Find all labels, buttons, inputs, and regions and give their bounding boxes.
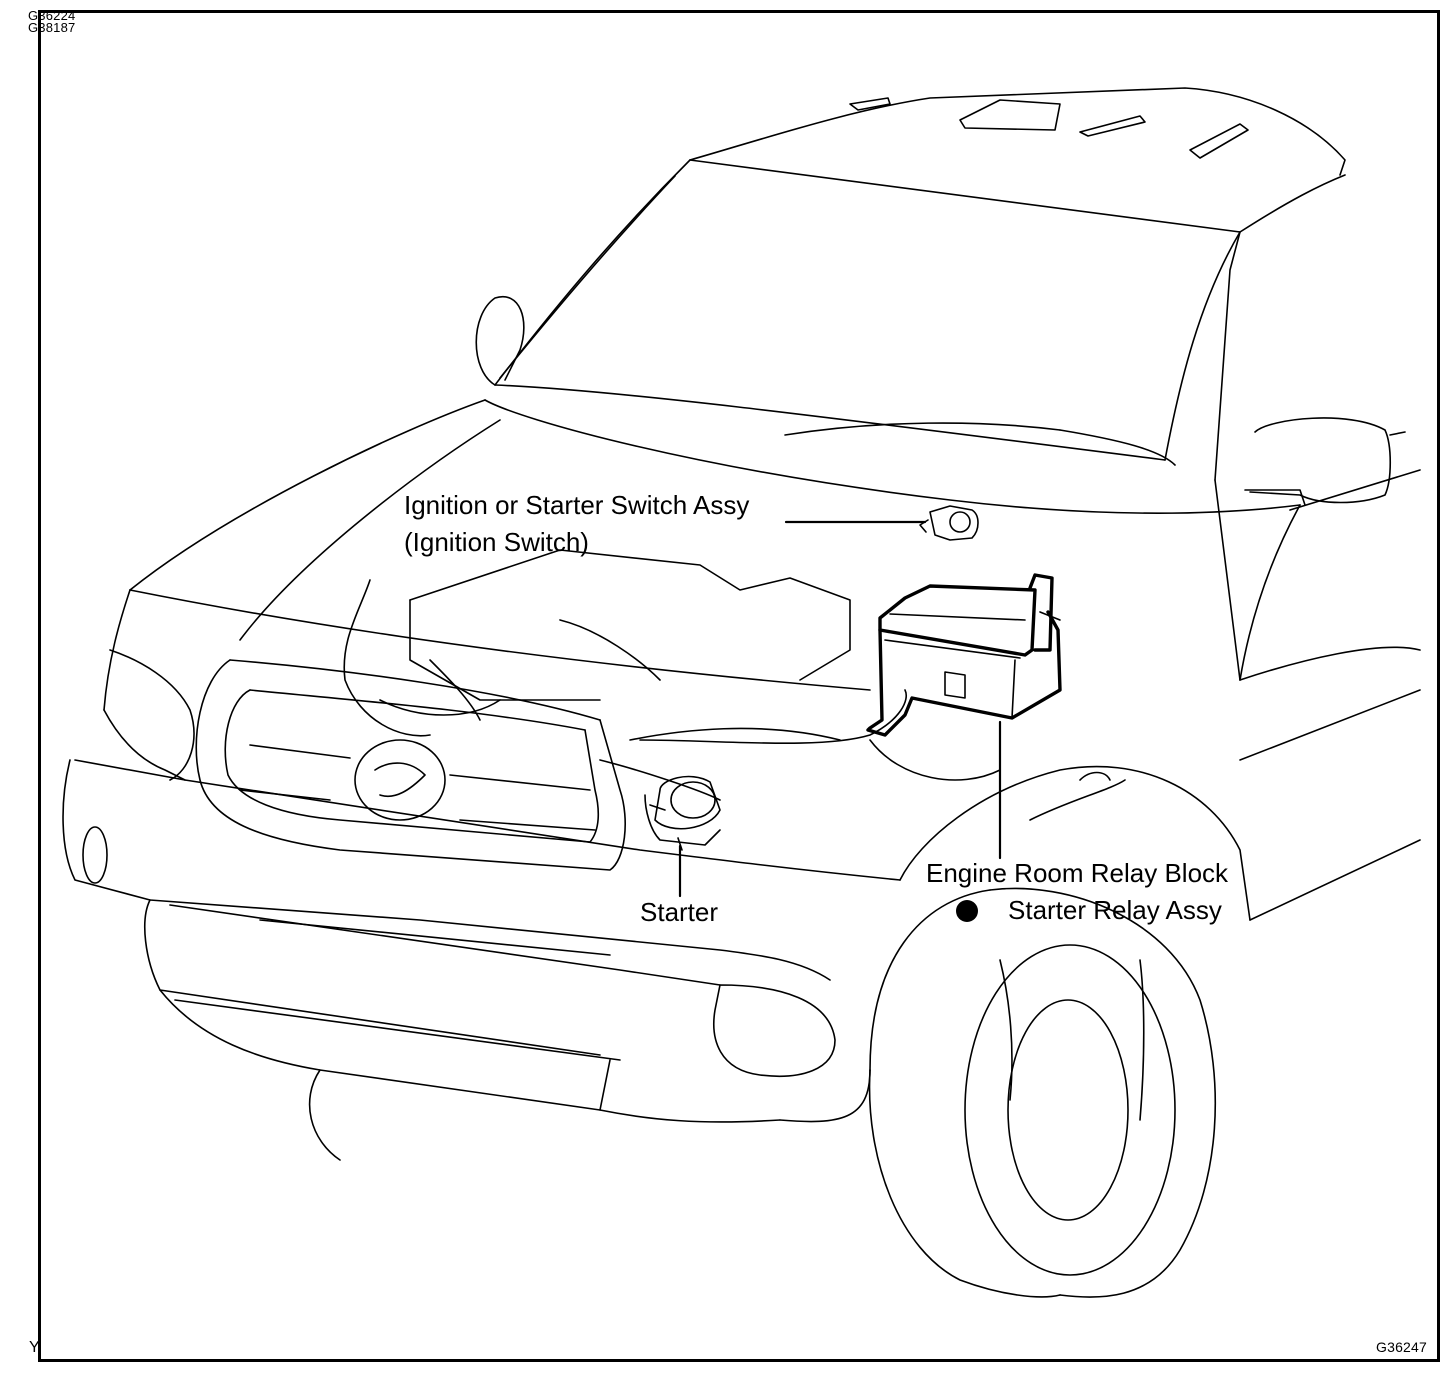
figure-code-line-2: G38187	[28, 20, 76, 35]
figure-code-bottom-left: Y	[29, 1339, 40, 1356]
starter-label: Starter	[640, 897, 719, 927]
roof-outline	[689, 87, 1346, 233]
relay-block-component	[866, 573, 1062, 737]
right-mirror	[1244, 417, 1406, 506]
fender-and-wheel	[868, 469, 1421, 1298]
relay-block-label: Engine Room Relay Block	[926, 858, 1229, 888]
headlights	[103, 649, 1001, 781]
left-mirror	[475, 295, 525, 386]
engine-bay	[343, 549, 851, 801]
hood-outline	[103, 399, 1301, 711]
ignition-switch-label: Ignition or Starter Switch Assy	[404, 490, 750, 520]
bullet-marker	[956, 900, 978, 922]
figure-code-line-1: G36224	[28, 8, 76, 23]
windshield-outline	[494, 159, 1346, 481]
starter-component	[644, 775, 721, 851]
ignition-switch-sublabel: (Ignition Switch)	[404, 527, 589, 557]
figure-code-top: G36224 G38187	[28, 8, 76, 35]
leader-lines	[678, 520, 1002, 898]
front-bumper	[62, 759, 901, 1123]
starter-relay-label: Starter Relay Assy	[1008, 895, 1222, 925]
ignition-switch-component	[919, 505, 979, 541]
lower-body	[308, 1059, 871, 1161]
figure-frame	[38, 10, 1440, 1362]
figure-code-bottom-right: G36247	[1376, 1339, 1428, 1355]
